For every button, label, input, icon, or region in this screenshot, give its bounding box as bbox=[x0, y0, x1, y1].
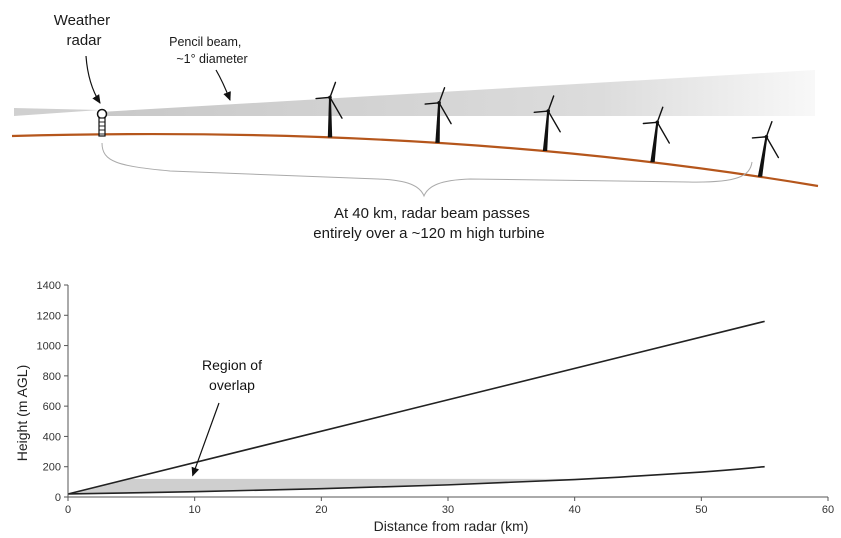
turbine-blade bbox=[438, 102, 452, 125]
turbine-hub bbox=[437, 101, 441, 105]
overlap-annotation-line: overlap bbox=[209, 377, 255, 393]
earth-surface bbox=[11, 132, 819, 188]
turbine-blade bbox=[765, 121, 773, 138]
y-axis-label: Height (m AGL) bbox=[14, 365, 30, 461]
turbine-tower bbox=[435, 102, 441, 143]
radar-label-arrow bbox=[85, 55, 101, 104]
turbine-blade bbox=[329, 96, 343, 119]
turbine-blade bbox=[329, 81, 337, 99]
x-tick-label: 30 bbox=[442, 504, 454, 516]
y-tick-label: 0 bbox=[55, 492, 61, 504]
caption: At 40 km, radar beam passes entirely ove… bbox=[313, 205, 544, 242]
beam-diagram: Weather radar Pencil beam, ~1° diameter … bbox=[11, 12, 819, 242]
overlap-annotation-line: Region of bbox=[202, 357, 262, 373]
turbine-tower bbox=[757, 136, 768, 177]
beam-label: Pencil beam, ~1° diameter bbox=[169, 35, 248, 66]
y-tick-label: 1000 bbox=[37, 341, 61, 353]
turbine-blade bbox=[315, 96, 331, 100]
x-tick-label: 40 bbox=[569, 504, 581, 516]
y-tick-label: 800 bbox=[43, 371, 61, 383]
x-tick-label: 60 bbox=[822, 504, 834, 516]
y-tick-label: 400 bbox=[43, 431, 61, 443]
turbine-blade bbox=[547, 95, 555, 112]
turbine-tower bbox=[542, 111, 550, 152]
overlap-annotation-arrow bbox=[191, 402, 220, 477]
overlap-annotation: Region of overlap bbox=[202, 357, 262, 393]
turbine-hub bbox=[655, 120, 660, 125]
wind-turbine-icon bbox=[424, 87, 452, 143]
series-beam-bottom bbox=[67, 465, 765, 495]
turbine-blade bbox=[656, 106, 664, 123]
turbine-tower bbox=[650, 122, 659, 163]
beam-label-arrow bbox=[215, 69, 231, 101]
x-tick-label: 10 bbox=[189, 504, 201, 516]
series-beam-top bbox=[67, 320, 765, 495]
turbine-hub bbox=[764, 134, 769, 139]
turbine-blade bbox=[656, 121, 670, 144]
x-tick-label: 20 bbox=[315, 504, 327, 516]
turbine-blade bbox=[424, 102, 440, 105]
distance-brace bbox=[101, 142, 753, 198]
wind-turbine-icon bbox=[315, 81, 343, 138]
turbine-blade bbox=[642, 121, 658, 125]
wind-turbine-icon bbox=[533, 95, 561, 152]
turbine-blade bbox=[751, 136, 768, 139]
x-axis-label: Distance from radar (km) bbox=[374, 518, 529, 534]
weather-radar-icon bbox=[96, 108, 108, 137]
turbine-blade bbox=[533, 110, 549, 113]
wind-turbine-icon bbox=[751, 121, 780, 177]
wind-turbine-icon bbox=[642, 106, 670, 163]
turbine-hub bbox=[328, 95, 332, 100]
turbine-hub bbox=[546, 109, 550, 113]
pencil-beam bbox=[100, 70, 815, 116]
radar-label: Weather radar bbox=[54, 12, 115, 49]
y-tick-label: 600 bbox=[43, 401, 61, 413]
turbine-blade bbox=[547, 110, 561, 133]
overlap-region bbox=[68, 466, 765, 494]
x-tick-label: 50 bbox=[695, 504, 707, 516]
y-tick-label: 1400 bbox=[37, 280, 61, 292]
beam-rear bbox=[14, 108, 100, 116]
y-tick-label: 1200 bbox=[37, 310, 61, 322]
turbine-blade bbox=[438, 87, 446, 104]
x-tick-label: 0 bbox=[65, 504, 71, 516]
turbine-blade bbox=[765, 136, 780, 159]
wind-turbines bbox=[315, 81, 780, 177]
turbine-tower bbox=[327, 97, 333, 138]
y-tick-label: 200 bbox=[43, 462, 61, 474]
